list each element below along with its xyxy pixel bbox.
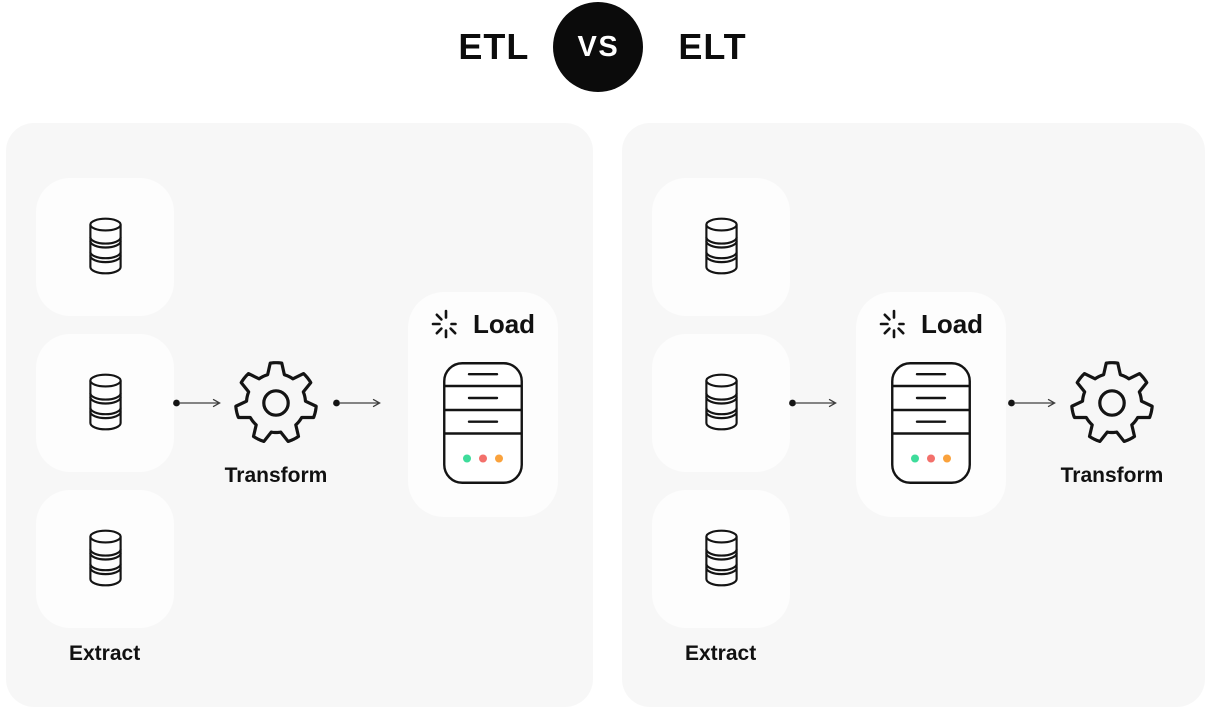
extract-label: Extract	[685, 642, 757, 665]
load-card: Load	[408, 292, 558, 517]
source-database-card	[36, 178, 174, 316]
source-database-card	[652, 334, 790, 472]
status-dot-orange	[495, 454, 503, 463]
status-dot-orange	[943, 454, 951, 463]
load-header: Load	[408, 309, 558, 339]
transform-label: Transform	[224, 464, 328, 487]
source-database-card	[652, 178, 790, 316]
gear-icon	[234, 361, 318, 444]
transform-label: Transform	[1060, 464, 1164, 487]
status-dot-green	[911, 454, 919, 463]
etl-panel: Extract Transform Load	[6, 123, 593, 707]
load-label: Load	[472, 309, 536, 339]
load-label: Load	[920, 309, 984, 339]
extract-label: Extract	[69, 642, 141, 665]
source-database-card	[36, 334, 174, 472]
database-icon	[704, 217, 738, 274]
diagram-title: ETL VS ELT	[0, 2, 1205, 92]
database-icon	[88, 217, 122, 274]
flow-arrow	[173, 398, 221, 408]
status-dot-green	[463, 454, 471, 463]
load-header: Load	[856, 309, 1006, 339]
vs-badge-label: VS	[577, 30, 620, 63]
server-icon	[443, 362, 523, 484]
status-dot-red	[479, 454, 487, 463]
title-etl: ETL	[458, 26, 530, 67]
source-database-card	[36, 490, 174, 628]
database-icon	[88, 529, 122, 586]
flow-arrow	[333, 398, 381, 408]
load-card: Load	[856, 292, 1006, 517]
title-elt: ELT	[678, 26, 747, 67]
spinner-icon	[431, 309, 457, 339]
flow-arrow	[1008, 398, 1056, 408]
gear-icon	[1070, 361, 1154, 444]
server-icon	[891, 362, 971, 484]
source-database-card	[652, 490, 790, 628]
database-icon	[704, 373, 738, 430]
status-dot-red	[927, 454, 935, 463]
elt-panel: Extract Load	[622, 123, 1205, 707]
flow-arrow	[789, 398, 837, 408]
database-icon	[88, 373, 122, 430]
database-icon	[704, 529, 738, 586]
vs-badge: VS	[553, 2, 644, 92]
spinner-icon	[879, 309, 905, 339]
